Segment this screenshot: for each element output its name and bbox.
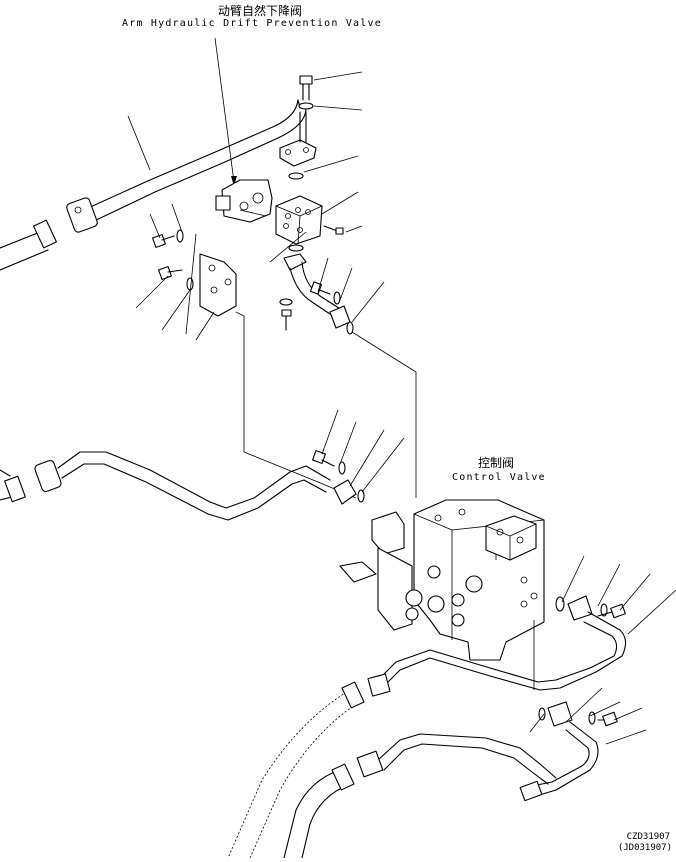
washer-top [298, 102, 314, 110]
lower-pipe-group [227, 555, 676, 859]
arm-valve-title-cn: 动臂自然下降阀 [218, 4, 303, 18]
control-valve-top-block [485, 515, 537, 561]
flange-mid [34, 460, 62, 492]
control-valve-title-cn: 控制阀 [478, 456, 515, 470]
drift-valve-cap [215, 195, 231, 211]
o-ring-2 [288, 244, 304, 252]
cv-bracket-upper [371, 511, 405, 555]
lower-right-fitting [519, 780, 543, 802]
upper-pipe-b [91, 107, 307, 223]
hose-fitting [33, 219, 57, 249]
o-ring-3 [346, 321, 354, 335]
drift-valve-body [221, 179, 273, 223]
control-valve-assembly [339, 499, 626, 661]
hose-fitting-mid [4, 475, 26, 503]
upper-pipe-a [87, 99, 299, 209]
hose-top-a [0, 231, 41, 249]
flange-lower-left [367, 673, 391, 697]
valve-bracket [199, 253, 237, 317]
arrow-head [231, 176, 237, 186]
flange-cv-right [567, 595, 593, 621]
cv-bracket-lower [377, 547, 413, 631]
bolt-head-top [299, 75, 313, 85]
flange-lower-loop [356, 750, 384, 778]
pipe-flange [66, 197, 98, 233]
valve-leader-arrow [214, 37, 235, 183]
arm-valve-title-en: Arm Hydraulic Drift Prevention Valve [122, 18, 382, 29]
hose-top-b [0, 249, 49, 271]
o-ring-mid [357, 489, 365, 503]
o-ring-1 [288, 172, 304, 180]
arm-drift-valve-group [0, 37, 417, 499]
elbow-flange [283, 253, 307, 271]
small-bolt [335, 227, 344, 235]
manifold-block [275, 195, 323, 245]
drawing-code: CZD31907 [626, 832, 670, 842]
drawing-code-alt: (JD031907) [617, 843, 672, 853]
control-valve-title-en: Control Valve [452, 472, 546, 483]
hose-fitting-lower-1 [341, 681, 365, 709]
cv-clip [339, 561, 377, 583]
flange-mid-right [333, 479, 357, 505]
o-ring-cv-right [555, 596, 565, 612]
middle-pipe-group [0, 409, 405, 521]
hose-fitting-lower-2 [331, 763, 355, 791]
